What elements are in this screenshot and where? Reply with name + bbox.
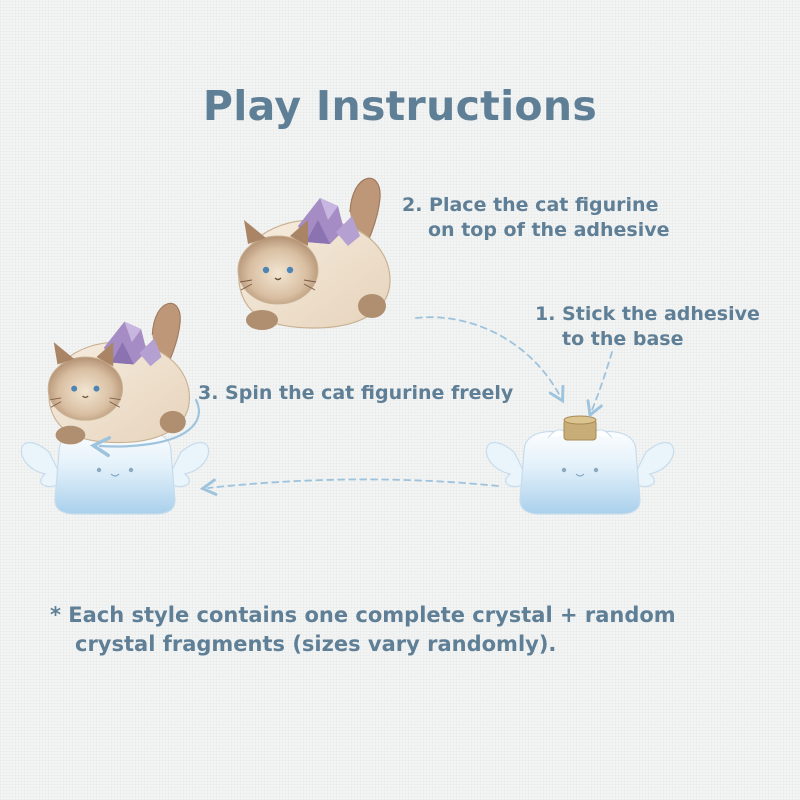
cat-figurine-step2	[237, 177, 391, 331]
step2-line2: on top of the adhesive	[428, 219, 670, 241]
spin-arrow	[89, 398, 200, 458]
step2-line1: 2. Place the cat figurine	[402, 194, 659, 216]
crystal-note: * Each style contains one complete cryst…	[50, 601, 676, 659]
step1-label: 1. Stick the adhesive to the base	[535, 302, 760, 352]
step2-label: 2. Place the cat figurine on top of the …	[402, 193, 670, 243]
step3-line1: 3. Spin the cat figurine freely	[198, 382, 514, 404]
step1-line1: 1. Stick the adhesive	[535, 303, 760, 325]
arrow-cat-to-base	[415, 316, 565, 404]
note-line2: crystal fragments (sizes vary randomly).	[75, 632, 557, 656]
adhesive-pad	[563, 415, 597, 441]
step3-label: 3. Spin the cat figurine freely	[198, 381, 513, 406]
arrow-to-step3	[199, 478, 499, 496]
cat-figurine-step3	[47, 302, 191, 446]
note-line1: * Each style contains one complete cryst…	[50, 603, 676, 627]
arrow-adhesive	[586, 351, 613, 418]
page-title: Play Instructions	[202, 82, 598, 130]
step1-line2: to the base	[562, 328, 684, 350]
